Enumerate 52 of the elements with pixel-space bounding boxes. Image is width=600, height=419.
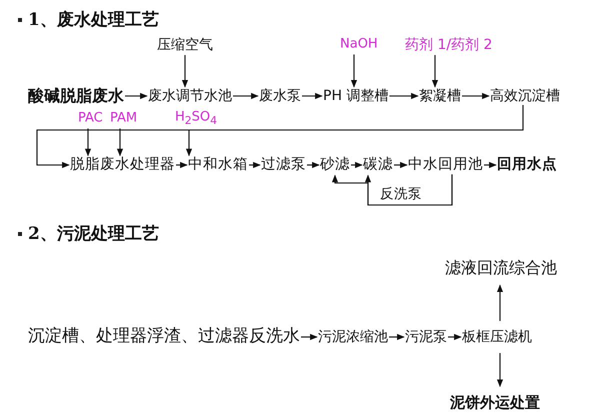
process-step-text: PH 调整槽 — [323, 88, 388, 104]
process-step-text: 中水回用池 — [408, 156, 483, 174]
arrow — [125, 92, 148, 100]
process-step-text: 泥饼外运处置 — [450, 394, 540, 412]
arrow — [249, 162, 261, 168]
process-step-text: 脱脂废水处理器 — [70, 156, 175, 174]
arrow — [302, 92, 323, 100]
process-step-text: 中和水箱 — [188, 156, 248, 174]
process-step-text: 滤液回流综合池 — [445, 258, 557, 278]
chemical-label: NaOH — [340, 38, 378, 52]
process-step-text: 污泥泵 — [405, 328, 447, 346]
arrow — [394, 162, 408, 168]
arrow — [176, 162, 188, 168]
arrow — [496, 284, 504, 321]
process-step-text: 絮凝槽 — [419, 88, 461, 104]
arrow — [484, 162, 497, 168]
arrow — [432, 55, 438, 88]
edge-label: 反洗泵 — [380, 185, 422, 203]
process-step-text: 污泥浓缩池 — [318, 328, 388, 346]
process-step-text: 过滤泵 — [261, 156, 306, 174]
chemical-label: PAM — [110, 112, 138, 126]
arrow — [364, 174, 453, 206]
chemical-label: PAC — [78, 112, 103, 126]
arrow — [36, 105, 524, 168]
section-heading: 1、废水处理工艺 — [28, 9, 159, 31]
process-step-text: 沉淀槽、处理器浮渣、过滤器反洗水 — [28, 327, 300, 347]
process-step-text: 碳滤 — [363, 156, 393, 174]
arrow — [301, 334, 318, 340]
arrow — [182, 55, 188, 88]
arrow — [116, 128, 124, 156]
arrow — [186, 130, 192, 156]
process-step-text: 回用水点 — [497, 156, 557, 174]
chemical-label: H$_{2}$SO$_{4}$ — [175, 110, 218, 128]
arrow — [389, 92, 419, 100]
process-step-text: 废水泵 — [259, 88, 301, 104]
process-step-text: 废水调节水池 — [148, 88, 232, 104]
arrow — [84, 128, 92, 156]
process-step-text: 高效沉淀槽 — [490, 88, 560, 104]
process-step-text: 压缩空气 — [157, 36, 213, 54]
process-step-text: 砂滤 — [320, 156, 350, 174]
arrow — [351, 162, 363, 168]
process-step-text: 板框压滤机 — [462, 328, 532, 346]
arrow — [448, 334, 462, 340]
section-heading: 2、污泥处理工艺 — [28, 223, 159, 245]
arrow — [496, 353, 504, 388]
process-step-text: 酸碱脱脂废水 — [28, 86, 124, 106]
chemical-label: 药剂 1/药剂 2 — [405, 36, 492, 54]
arrow — [233, 92, 259, 100]
arrow — [307, 162, 320, 168]
arrow — [389, 334, 405, 340]
arrow — [462, 92, 490, 100]
arrow — [350, 54, 358, 88]
